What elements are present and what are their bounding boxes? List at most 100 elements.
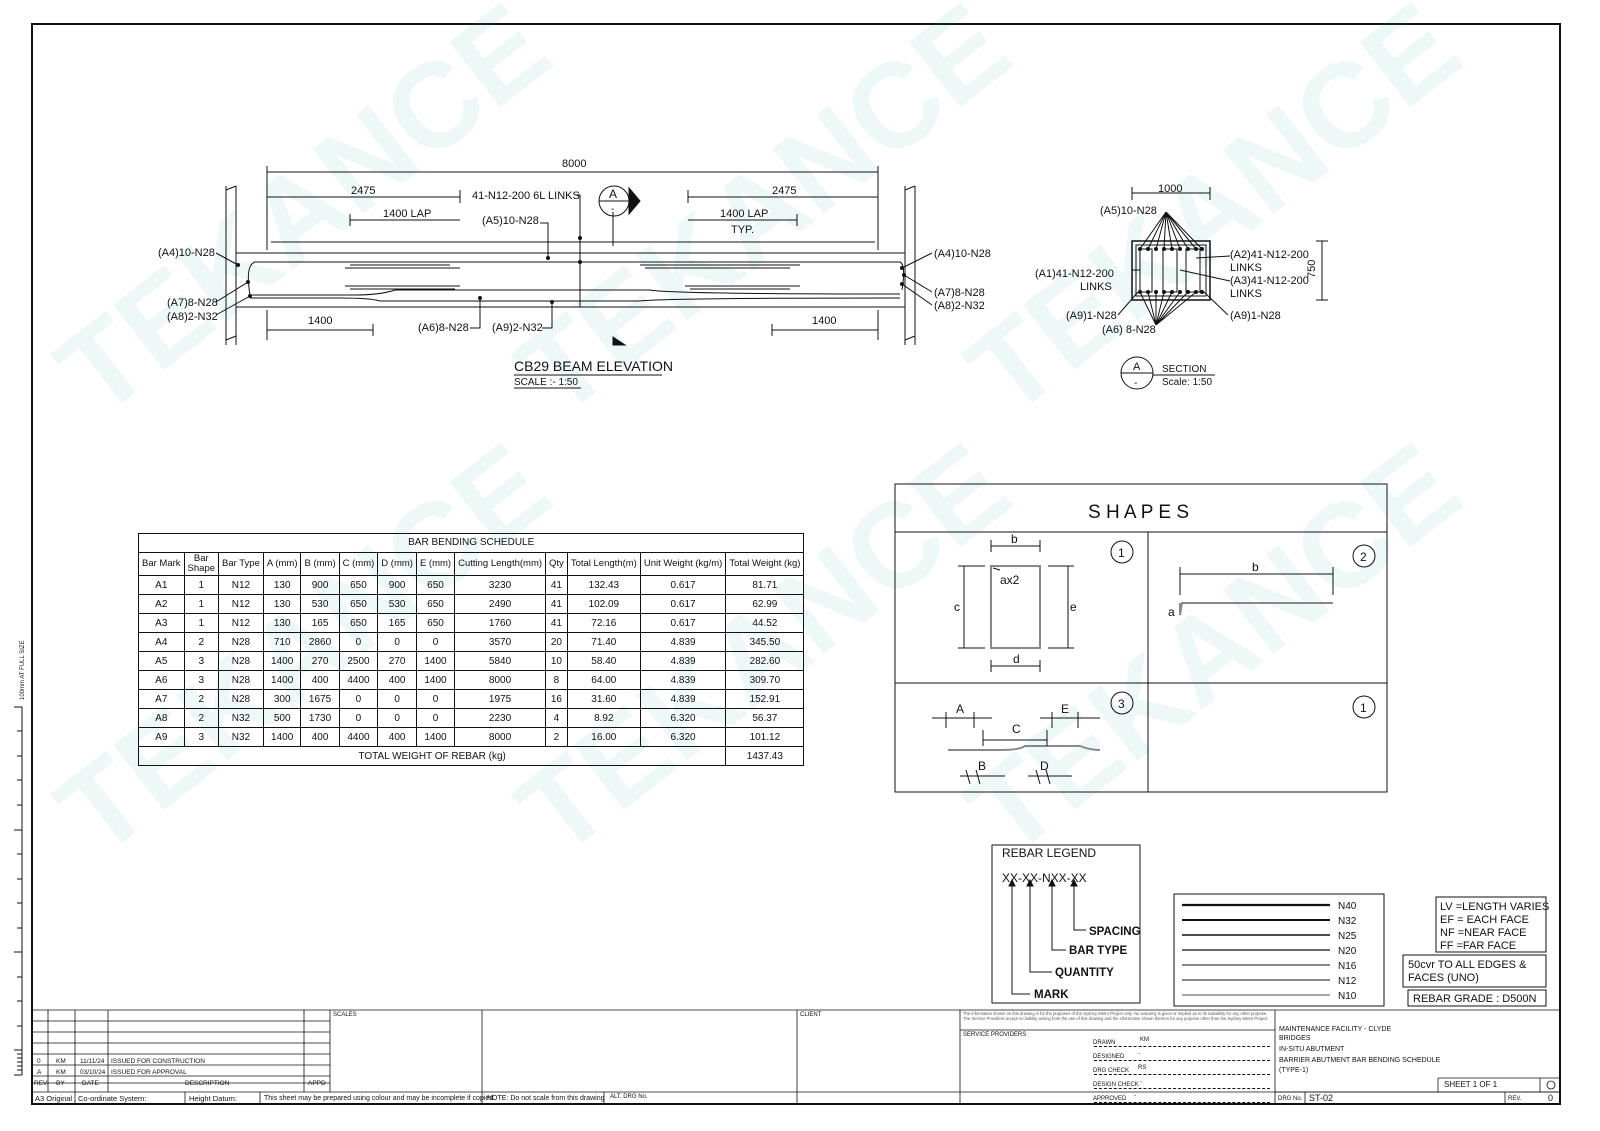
design-check-label: DESIGN CHECK (1093, 1082, 1139, 1088)
table-cell: N12 (218, 594, 264, 614)
designed-value: - (1138, 1051, 1140, 1057)
table-cell: 900 (300, 575, 340, 595)
table-cell: 44.52 (725, 613, 805, 633)
table-cell: 1 (183, 613, 220, 633)
note-grade: REBAR GRADE : D500N (1413, 993, 1537, 1005)
rev-label: REV. (1508, 1096, 1522, 1102)
table-cell: 4400 (338, 727, 379, 747)
table-cell: 1400 (262, 727, 302, 747)
label-a8-left: (A8)2-N32 (167, 311, 218, 323)
shape3-num: 3 (1118, 697, 1125, 711)
shapes-text: S H A P E S 1 b c e d ax2 2 b a 3 A E C … (954, 502, 1367, 773)
legend-title: REBAR LEGEND (1002, 846, 1096, 860)
rev-head-rev: REV. (34, 1080, 49, 1087)
rev-1-by: KM (56, 1069, 66, 1076)
table-cell: N32 (218, 727, 264, 747)
table-cell: 400 (300, 727, 340, 747)
shape1-num: 1 (1118, 546, 1125, 560)
bar-size-5: N12 (1338, 976, 1357, 987)
approved-value: - (1134, 1093, 1136, 1099)
project-line-4: (TYPE-1) (1279, 1067, 1309, 1074)
table-cell: 2490 (454, 594, 547, 614)
table-cell: 650 (415, 594, 456, 614)
scales-label: SCALES (333, 1012, 357, 1018)
approved-label: APPROVED (1093, 1096, 1127, 1102)
legend-bar-type: BAR TYPE (1069, 945, 1127, 957)
service-providers: SERVICE PROVIDERS (963, 1032, 1027, 1038)
table-cell: 8000 (454, 670, 547, 690)
height-datum: Height Datum: (189, 1094, 237, 1103)
table-cell: N12 (218, 575, 264, 595)
label-a5: (A5)10-N28 (482, 215, 539, 227)
dim-left-half: 2475 (351, 185, 375, 197)
schedule-total-row: TOTAL WEIGHT OF REBAR (kg) 1437.43 (137, 746, 805, 766)
section-dots (1138, 247, 1204, 294)
notes-text: LV =LENGTH VARIES EF = EACH FACE NF =NEA… (1408, 901, 1549, 1005)
table-cell: 650 (415, 613, 456, 633)
section-marker-letter: A (1133, 361, 1141, 373)
table-cell: 102.09 (566, 594, 641, 614)
table-cell: 62.99 (725, 594, 805, 614)
col-header: Unit Weight (kg/m) (639, 552, 727, 576)
label-a7-left: (A7)8-N28 (167, 297, 218, 309)
table-cell: 400 (377, 670, 417, 690)
table-cell: 309.70 (725, 670, 805, 690)
section-label-a5: (A5)10-N28 (1100, 205, 1157, 217)
table-cell: 152.91 (725, 689, 805, 709)
table-cell: 2860 (300, 632, 340, 652)
table-cell: 400 (300, 670, 340, 690)
rev-0-rev: 0 (37, 1058, 41, 1065)
watermark-text: TEKANCE (944, 0, 1484, 440)
table-cell: 4.839 (639, 651, 727, 671)
shapes-title: S H A P E S (1088, 502, 1189, 523)
elevation-title: CB29 BEAM ELEVATION (514, 358, 673, 374)
table-cell: 130 (262, 594, 302, 614)
table-cell: 270 (377, 651, 417, 671)
note-abbrev-3: FF =FAR FACE (1440, 940, 1516, 952)
table-cell: 0.617 (639, 575, 727, 595)
shape1-hook: ax2 (1000, 573, 1020, 587)
dim-lap-right: 1400 LAP (720, 208, 768, 220)
col-header: Total Weight (kg) (725, 552, 805, 576)
table-cell: 0 (415, 708, 456, 728)
table-cell: 3 (183, 651, 220, 671)
table-cell: 500 (262, 708, 302, 728)
table-cell: 1400 (415, 727, 456, 747)
table-cell: 56.37 (725, 708, 805, 728)
client-label: CLIENT (800, 1012, 822, 1018)
drawn-value: KM (1140, 1037, 1149, 1043)
section-scale: Scale: 1:50 (1162, 377, 1212, 388)
table-cell: A7 (138, 689, 185, 709)
label-a7-right: (A7)8-N28 (934, 287, 985, 299)
table-cell: 1975 (454, 689, 547, 709)
bar-size-1: N32 (1338, 916, 1357, 927)
project-line-2: IN-SITU ABUTMENT (1279, 1046, 1345, 1053)
table-cell: 900 (377, 575, 417, 595)
table-cell: 72.16 (566, 613, 641, 633)
table-cell: 3230 (454, 575, 547, 595)
legend-spacing: SPACING (1089, 926, 1141, 938)
table-cell: 1400 (262, 670, 302, 690)
note-abbrev-2: NF =NEAR FACE (1440, 927, 1527, 939)
table-cell: 2 (183, 708, 220, 728)
table-cell: 165 (300, 613, 340, 633)
label-a9: (A9)2-N32 (492, 322, 543, 334)
table-cell: 2 (545, 727, 568, 747)
bar-size-0: N40 (1338, 901, 1357, 912)
dim-bottom-left: 1400 (308, 315, 332, 327)
table-cell: 270 (300, 651, 340, 671)
table-cell: 650 (338, 575, 379, 595)
table-cell: 345.50 (725, 632, 805, 652)
section-label-a1-links: LINKS (1080, 281, 1112, 293)
table-cell: 4.839 (639, 632, 727, 652)
rev-0-by: KM (56, 1058, 66, 1065)
table-cell: 4 (545, 708, 568, 728)
table-cell: 20 (545, 632, 568, 652)
section-label-a9-left: (A9)1-N28 (1066, 310, 1117, 322)
shape1-b: b (1011, 532, 1018, 546)
table-cell: 16 (545, 689, 568, 709)
